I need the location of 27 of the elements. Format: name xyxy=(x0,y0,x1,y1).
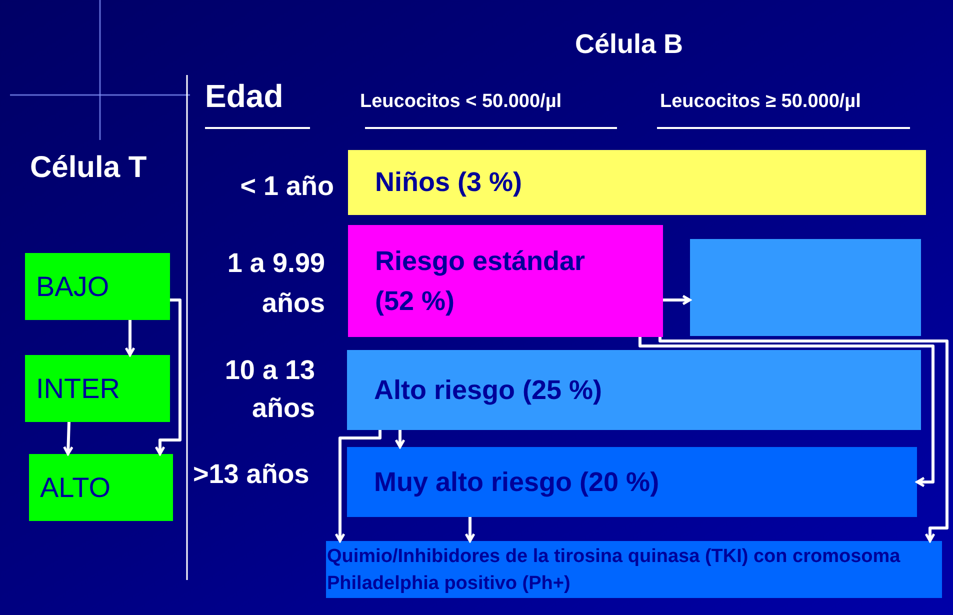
arrow xyxy=(394,430,406,448)
column-heading: Leucocitos < 50.000/µl xyxy=(360,90,562,114)
risk-group-box: Alto riesgo (25 %) xyxy=(347,350,921,430)
risk-group-box: Niños (3 %) xyxy=(348,150,926,215)
column-heading: Leucocitos ≥ 50.000/µl xyxy=(660,90,861,114)
arrow xyxy=(663,294,692,306)
row-heading: Célula T xyxy=(30,150,147,186)
arrow xyxy=(658,336,948,542)
arrow xyxy=(154,298,182,456)
arrow xyxy=(124,320,136,356)
risk-box: BAJO xyxy=(25,253,170,320)
age-label: 1 a 9.99 años xyxy=(226,247,325,320)
risk-group-box: Muy alto riesgo (20 %) xyxy=(347,447,917,517)
risk-group-box xyxy=(690,239,921,336)
arrow xyxy=(62,422,74,456)
age-label: < 1 año xyxy=(239,170,334,203)
column-heading: Célula B xyxy=(575,28,684,61)
arrow xyxy=(464,517,476,542)
arrow xyxy=(334,430,382,542)
arrow xyxy=(638,337,934,488)
age-label: 10 a 13 años xyxy=(224,354,315,425)
column-heading: Edad xyxy=(205,77,284,116)
risk-box: ALTO xyxy=(29,454,173,521)
age-label: >13 años xyxy=(193,458,310,491)
risk-box: INTER xyxy=(25,355,170,422)
treatment-box: Quimio/Inhibidores de la tirosina quinasa (TKI) con cromosoma Philadelphia positivo (Ph+) xyxy=(326,541,942,598)
risk-group-box: Riesgo estándar (52 %) xyxy=(348,225,663,337)
